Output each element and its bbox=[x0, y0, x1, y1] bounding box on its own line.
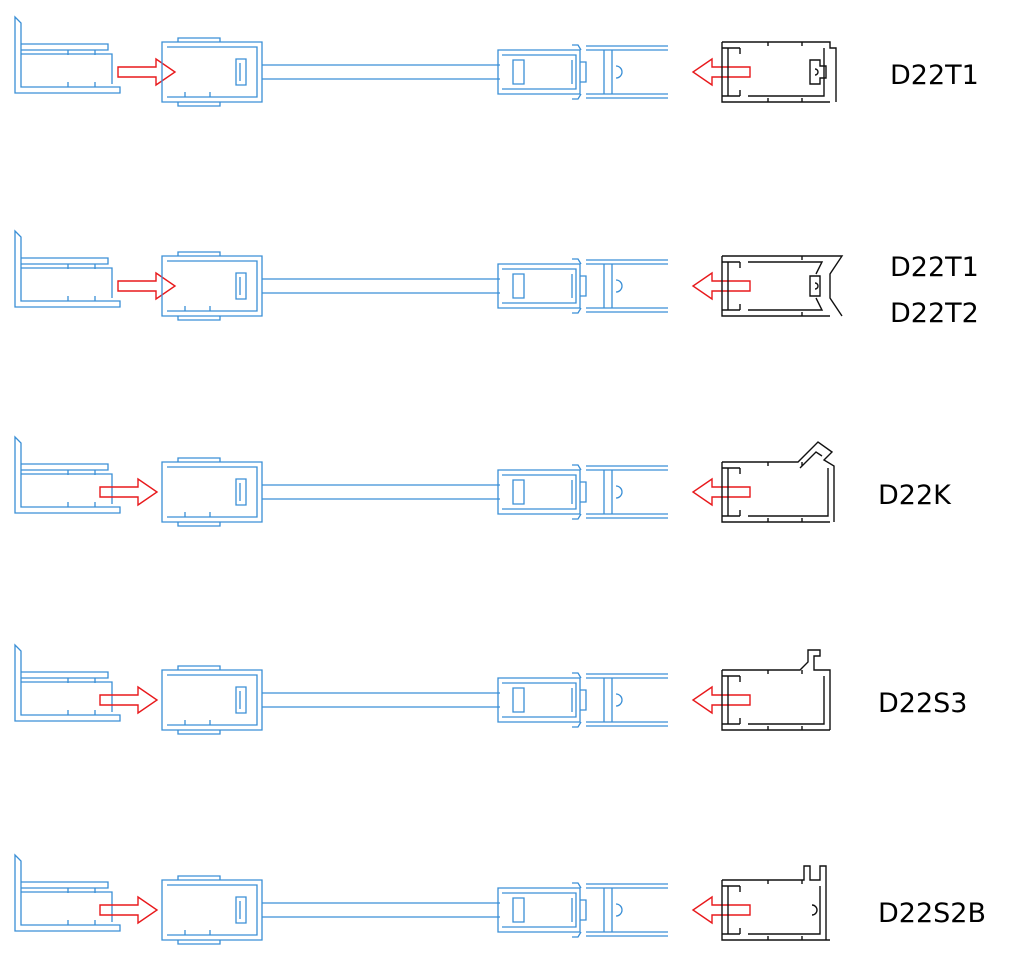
sash-profile bbox=[161, 875, 263, 945]
sash-profile bbox=[161, 457, 263, 527]
glazing-adapter-profile bbox=[497, 672, 668, 728]
insert-arrow-left bbox=[691, 895, 751, 925]
profile-code-label: D22T1 bbox=[890, 252, 979, 283]
profile-code-label: D22K bbox=[878, 480, 952, 511]
cover-profile-t2 bbox=[721, 255, 844, 317]
cover-profile-t1 bbox=[721, 41, 837, 103]
insert-arrow-right bbox=[99, 895, 159, 925]
glass-pane bbox=[262, 278, 500, 294]
left-frame-profile bbox=[14, 435, 121, 514]
glass-pane bbox=[262, 902, 500, 918]
left-frame-profile bbox=[14, 15, 121, 94]
sash-profile bbox=[161, 251, 263, 321]
insert-arrow-left bbox=[691, 685, 751, 715]
insert-arrow-right bbox=[99, 685, 159, 715]
insert-arrow-right bbox=[99, 477, 159, 507]
glass-pane bbox=[262, 64, 500, 80]
assembly-row: D22S2B bbox=[14, 853, 986, 945]
insert-arrow-left bbox=[691, 477, 751, 507]
assembly-row: D22K bbox=[14, 435, 952, 527]
glazing-adapter-profile bbox=[497, 464, 668, 520]
glazing-adapter-profile bbox=[497, 258, 668, 314]
left-frame-profile bbox=[14, 229, 121, 308]
sash-profile bbox=[161, 665, 263, 735]
profile-code-label: D22T2 bbox=[890, 298, 979, 329]
profile-code-label: D22S2B bbox=[878, 898, 986, 929]
sash-profile bbox=[161, 37, 263, 107]
cover-profile-k bbox=[721, 441, 835, 523]
profile-code-label: D22T1 bbox=[890, 60, 979, 91]
glass-pane bbox=[262, 692, 500, 708]
left-frame-profile bbox=[14, 643, 121, 722]
glazing-adapter-profile bbox=[497, 44, 668, 100]
profile-code-label: D22S3 bbox=[878, 688, 967, 719]
insert-arrow-right bbox=[117, 57, 177, 87]
left-frame-profile bbox=[14, 853, 121, 932]
cover-profile-s2b bbox=[721, 865, 830, 941]
insert-arrow-right bbox=[117, 271, 177, 301]
glazing-adapter-profile bbox=[497, 882, 668, 938]
cover-profile-s3 bbox=[721, 649, 831, 731]
glass-pane bbox=[262, 484, 500, 500]
insert-arrow-left bbox=[691, 271, 751, 301]
assembly-row: D22S3 bbox=[14, 643, 967, 735]
assembly-row: D22T1 bbox=[14, 15, 979, 107]
insert-arrow-left bbox=[691, 57, 751, 87]
